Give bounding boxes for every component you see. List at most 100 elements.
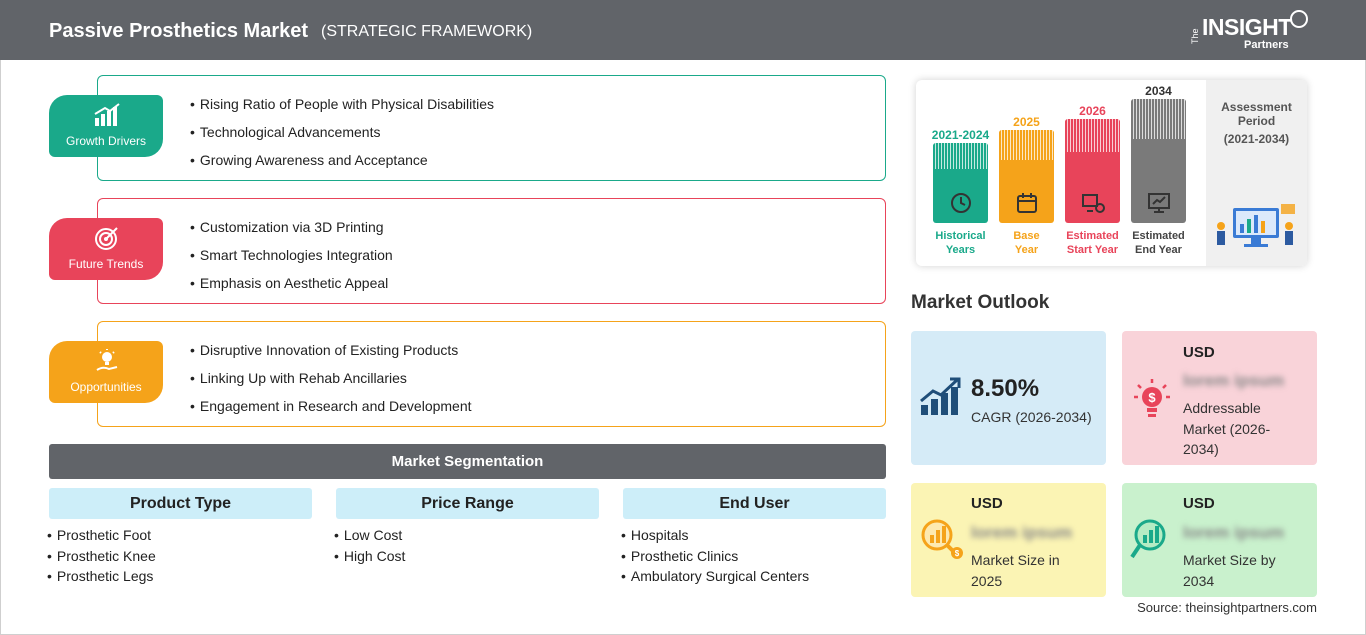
list-item: Ambulatory Surgical Centers (621, 567, 809, 588)
growth-drivers-list: Rising Ratio of People with Physical Dis… (190, 95, 494, 179)
list-item: Growing Awareness and Acceptance (190, 151, 494, 179)
timeline-year-label: 2025 (1013, 115, 1040, 129)
clock-history-icon (951, 193, 971, 213)
svg-text:$: $ (1148, 390, 1156, 405)
size-2025-value: lorem ipsum (971, 523, 1073, 542)
size-2025-label: Market Size in 2025 (971, 550, 1060, 591)
monitor-start-icon (1082, 194, 1105, 213)
list-item: Linking Up with Rehab Ancillaries (190, 369, 472, 397)
segment-heading-product-type: Product Type (49, 488, 312, 519)
addressable-label: Addressable Market (2026- 2034) (1183, 398, 1270, 460)
addressable-market-card: $ USD lorem ipsum Addressable Market (20… (1122, 331, 1317, 465)
future-trends-list: Customization via 3D Printing Smart Tech… (190, 218, 393, 302)
calendar-icon (1017, 193, 1037, 213)
future-trends-label: Future Trends (68, 257, 144, 271)
timeline-bar (999, 130, 1054, 223)
lightbulb-hand-icon (96, 349, 118, 371)
addressable-label-line1: Addressable (1183, 400, 1261, 416)
growth-drivers-label: Growth Drivers (65, 134, 146, 148)
list-item: Prosthetic Knee (47, 547, 156, 568)
growth-chart-icon (920, 377, 961, 415)
assessment-period-range: (2021-2034) (1223, 132, 1290, 146)
addressable-value: lorem ipsum (1183, 371, 1285, 390)
size-2034-value: lorem ipsum (1183, 523, 1285, 542)
list-item: Emphasis on Aesthetic Appeal (190, 274, 393, 302)
timeline-year-label: 2021-2024 (931, 128, 990, 142)
market-outlook-title: Market Outlook (911, 292, 1050, 313)
size-2025-label-line1: Market Size in (971, 552, 1060, 568)
list-item: Prosthetic Legs (47, 567, 156, 588)
addressable-currency: USD (1183, 344, 1215, 361)
opportunities-label: Opportunities (70, 380, 142, 394)
magnifier-chart-icon: $ (921, 519, 963, 559)
size-2025-label-line2: 2025 (971, 572, 1003, 589)
timeline-year-label: 2026 (1079, 104, 1106, 118)
segment-heading-end-user: End User (623, 488, 886, 519)
segment-heading-price-range: Price Range (336, 488, 599, 519)
lightbulb-dollar-icon: $ (1134, 379, 1170, 417)
size-2034-currency: USD (1183, 495, 1215, 512)
list-item: Customization via 3D Printing (190, 218, 393, 246)
list-item: Engagement in Research and Development (190, 397, 472, 425)
list-item: Hospitals (621, 526, 809, 547)
bar-stripes (933, 143, 988, 169)
list-item: Rising Ratio of People with Physical Dis… (190, 95, 494, 123)
timeline-bar (1065, 119, 1120, 223)
opportunities-list: Disruptive Innovation of Existing Produc… (190, 341, 472, 425)
list-item: Prosthetic Foot (47, 526, 156, 547)
timeline-bar (1131, 99, 1186, 223)
addressable-label-line2: Market (2026- (1183, 420, 1271, 437)
cagr-label: CAGR (2026-2034) (971, 409, 1092, 425)
price-range-list: Low Cost High Cost (334, 526, 405, 567)
analytics-people-icon (1217, 204, 1295, 247)
list-item: Technological Advancements (190, 123, 494, 151)
logo-partners-text: Partners (1244, 39, 1289, 51)
timeline-year-label: 2034 (1145, 84, 1172, 98)
assessment-label-line1: Assessment (1221, 100, 1292, 114)
list-item: High Cost (334, 547, 405, 568)
market-size-2034-card: USD lorem ipsum Market Size by 2034 (1122, 483, 1317, 597)
bar-stripes (999, 130, 1054, 160)
end-user-list: Hospitals Prosthetic Clinics Ambulatory … (621, 526, 809, 588)
page-title: Passive Prosthetics Market (49, 20, 309, 42)
presentation-chart-icon (1148, 193, 1170, 213)
market-segmentation-header: Market Segmentation (49, 444, 886, 479)
cagr-value: 8.50% (971, 375, 1040, 402)
svg-text:$: $ (955, 549, 960, 558)
size-2034-label-line1: Market Size by (1183, 552, 1276, 568)
size-2034-label-line2: 2034 (1183, 572, 1215, 589)
cagr-card: 8.50% CAGR (2026-2034) (911, 331, 1106, 465)
list-item: Smart Technologies Integration (190, 246, 393, 274)
header-bar: Passive Prosthetics Market (STRATEGIC FR… (0, 0, 1366, 60)
magnifier-chart-icon (1130, 519, 1166, 559)
timeline-bar (933, 143, 988, 223)
market-size-2025-card: $ USD lorem ipsum Market Size in 2025 (911, 483, 1106, 597)
product-type-list: Prosthetic Foot Prosthetic Knee Prosthet… (47, 526, 156, 588)
bar-stripes (1131, 99, 1186, 139)
list-item: Low Cost (334, 526, 405, 547)
addressable-label-line3: 2034) (1183, 441, 1219, 457)
size-2025-currency: USD (971, 495, 1003, 512)
target-icon (95, 227, 118, 250)
list-item: Disruptive Innovation of Existing Produc… (190, 341, 472, 369)
assessment-period-panel: Assessment Period (2021-2034) (1206, 80, 1307, 266)
list-item: Prosthetic Clinics (621, 547, 809, 568)
logo-insight-text: INSIGHT (1202, 14, 1292, 40)
page-subtitle: (STRATEGIC FRAMEWORK) (321, 23, 533, 40)
growth-drivers-tag: Growth Drivers (49, 95, 163, 157)
assessment-period-label: Assessment Period (1206, 100, 1307, 128)
bar-chart-growth-icon (94, 103, 120, 126)
assessment-label-line2: Period (1237, 114, 1276, 128)
logo-the-text: The (1190, 28, 1200, 44)
logo-ring-icon (1290, 10, 1308, 28)
future-trends-tag: Future Trends (49, 218, 163, 280)
size-2034-label: Market Size by 2034 (1183, 550, 1276, 591)
source-note: Source: theinsightpartners.com (1137, 600, 1317, 615)
insight-partners-logo[interactable]: The INSIGHT Partners (1190, 10, 1310, 54)
opportunities-tag: Opportunities (49, 341, 163, 403)
bar-stripes (1065, 119, 1120, 152)
